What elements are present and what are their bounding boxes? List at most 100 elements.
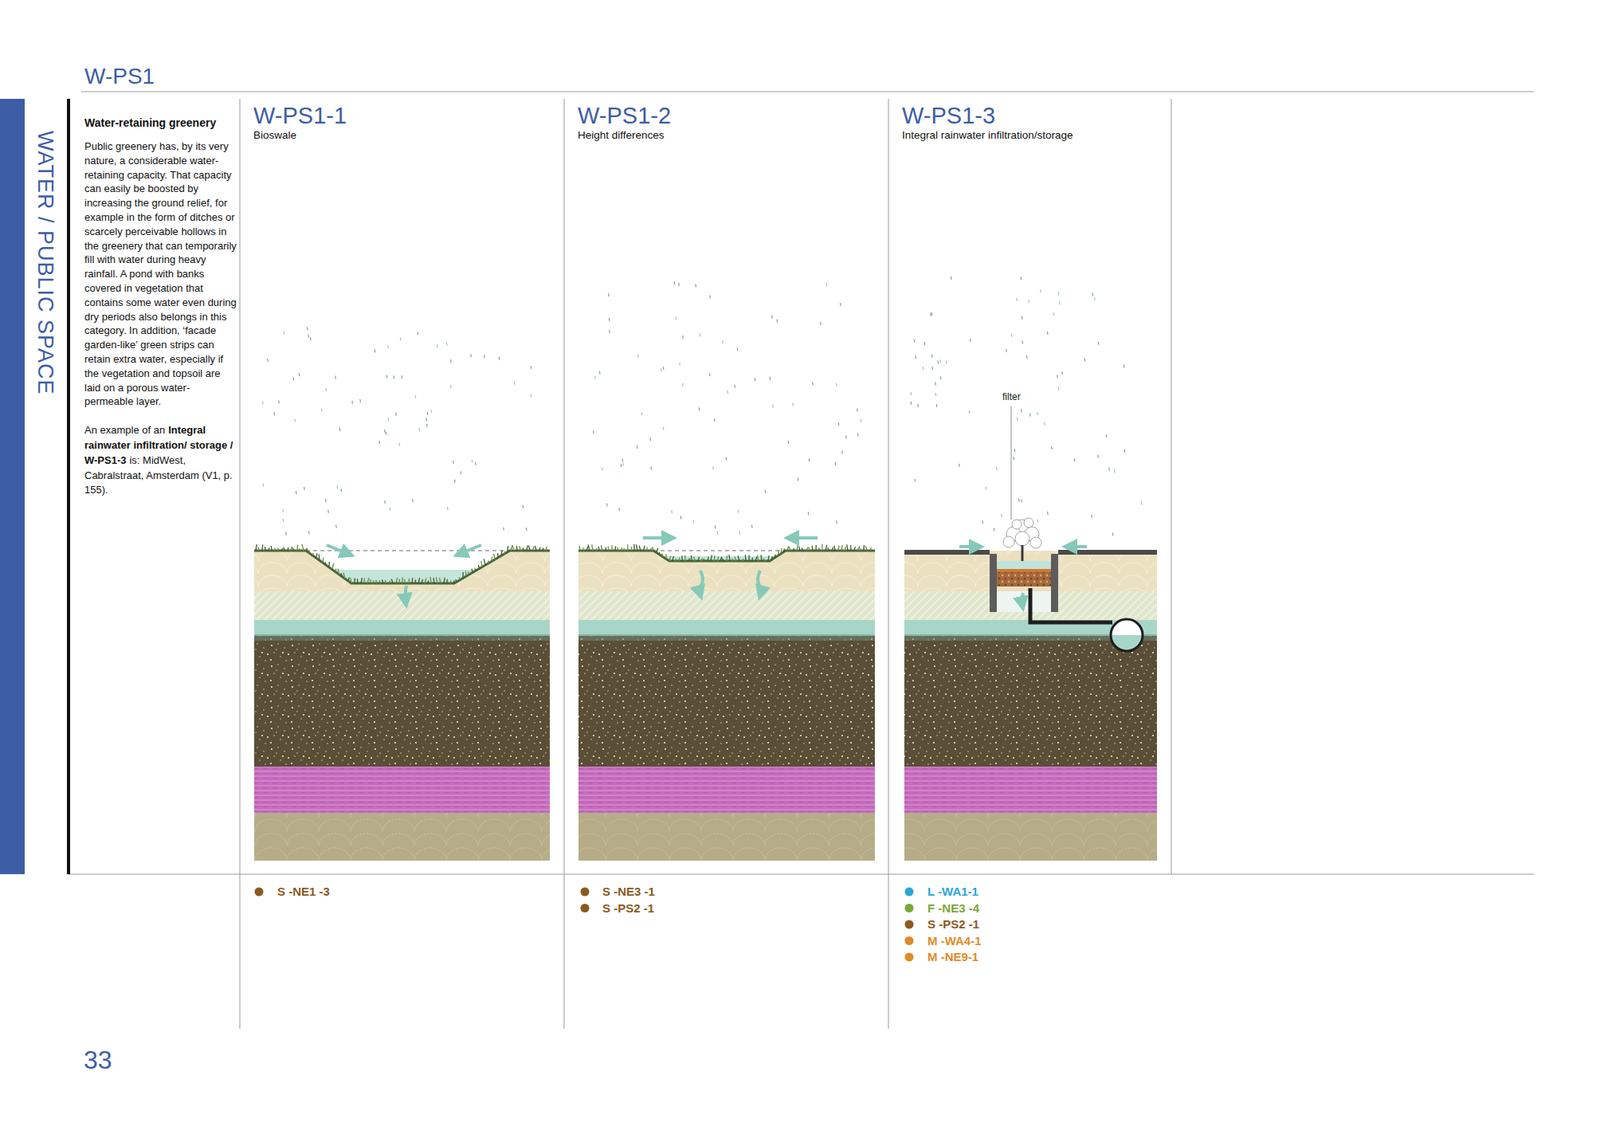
flow-arrow xyxy=(455,545,482,556)
rain-drop xyxy=(386,374,389,378)
hollow-sand xyxy=(653,550,786,592)
rain-drop xyxy=(395,412,397,416)
rain-drop xyxy=(1108,467,1110,471)
grass-blade xyxy=(439,577,441,584)
grass-blade xyxy=(720,556,722,561)
grass-blade xyxy=(862,545,865,551)
rain-drop xyxy=(808,458,811,462)
groundwater-layer xyxy=(254,619,550,636)
rain-drop xyxy=(1058,291,1060,295)
grass-blade xyxy=(741,558,744,561)
rain-drop xyxy=(931,312,934,316)
rain-drop xyxy=(1026,355,1028,359)
rain-drop xyxy=(662,366,665,370)
rain-drop xyxy=(425,418,428,422)
grass-blade xyxy=(678,557,680,561)
drain-pipe xyxy=(1030,588,1113,623)
grass-blade xyxy=(825,545,828,551)
reference-dot xyxy=(580,887,590,897)
grass-blade xyxy=(598,546,600,551)
rain-drop xyxy=(340,488,342,492)
black-rule xyxy=(66,98,71,875)
rain-drop xyxy=(292,376,295,381)
rain-drop xyxy=(764,490,767,494)
grass-blade xyxy=(734,556,737,561)
deep-sand-layer xyxy=(904,812,1157,861)
rain-drop xyxy=(733,384,736,389)
grass-blade xyxy=(522,547,525,551)
sewer-pipe xyxy=(1110,619,1143,651)
grass-blade xyxy=(865,545,867,551)
rain-drop xyxy=(436,344,439,348)
rain-drop xyxy=(1098,341,1100,346)
grass-blade xyxy=(470,568,473,573)
grass-blade xyxy=(474,568,476,571)
water-table xyxy=(578,634,875,641)
rain-drop xyxy=(378,440,381,444)
grass-blade xyxy=(748,554,750,561)
grass-blade xyxy=(662,553,663,557)
rain-drop xyxy=(601,466,604,471)
grass-blade xyxy=(264,546,267,551)
water-table xyxy=(254,634,550,641)
water-level-line xyxy=(653,550,786,552)
rain-drop xyxy=(835,462,837,466)
rain-drop xyxy=(1047,511,1049,515)
rain-drop xyxy=(1058,301,1061,305)
reference-dot xyxy=(580,903,590,913)
grass-blade xyxy=(424,577,427,584)
grass-blade xyxy=(542,548,544,551)
rain-drop xyxy=(388,507,391,511)
grass-blade xyxy=(811,545,813,551)
rain-drop xyxy=(714,525,717,529)
grass-blade xyxy=(821,544,823,551)
grass-blade xyxy=(481,560,483,567)
grass-blade xyxy=(411,577,413,584)
rain-drop xyxy=(599,371,601,375)
grass-blade xyxy=(274,548,276,551)
sand-layer xyxy=(578,550,875,592)
grass-blade xyxy=(684,555,687,561)
rain-drop xyxy=(398,443,400,447)
grass-blade xyxy=(462,572,464,579)
grass-blade xyxy=(512,545,514,551)
rain-drop xyxy=(298,372,301,377)
hollow-air xyxy=(653,549,786,561)
grass-blade xyxy=(506,545,509,553)
clay-layer xyxy=(578,766,875,813)
rain-drop xyxy=(737,509,740,514)
rain-drop xyxy=(359,399,361,403)
rain-drop xyxy=(384,500,386,504)
rain-drop xyxy=(694,283,697,287)
grass-blade xyxy=(656,548,659,553)
column-panel: W-PS1-1Bioswale xyxy=(253,103,549,142)
flow-arrow xyxy=(326,545,353,556)
grass-blade xyxy=(834,545,836,551)
rain-drop xyxy=(913,338,915,342)
grass-blade xyxy=(732,558,734,561)
rain-drop xyxy=(931,366,934,370)
rain-drop xyxy=(1113,469,1116,473)
column-divider xyxy=(564,98,565,1029)
rain-drop xyxy=(418,427,420,432)
rain-drop xyxy=(1084,358,1087,362)
grass-blade xyxy=(538,547,541,551)
grass-blade xyxy=(526,545,528,551)
grass-blade xyxy=(328,561,330,568)
grass-blade xyxy=(763,557,765,561)
grass-blade xyxy=(545,546,547,551)
reference-code: M -WA4-1 xyxy=(927,933,982,950)
rain-drop xyxy=(682,383,684,387)
rain-drop xyxy=(771,315,773,319)
rain-drop xyxy=(607,293,610,297)
rain-drop xyxy=(1015,298,1018,302)
rain-drop xyxy=(839,302,842,306)
rain-drop xyxy=(709,372,711,377)
rain-drop xyxy=(1050,446,1053,450)
callout-label: filter xyxy=(1002,390,1021,404)
grass-blade xyxy=(353,577,356,584)
rain-drop xyxy=(273,411,275,416)
rain-drop xyxy=(807,511,810,515)
rain-drop xyxy=(608,317,611,322)
